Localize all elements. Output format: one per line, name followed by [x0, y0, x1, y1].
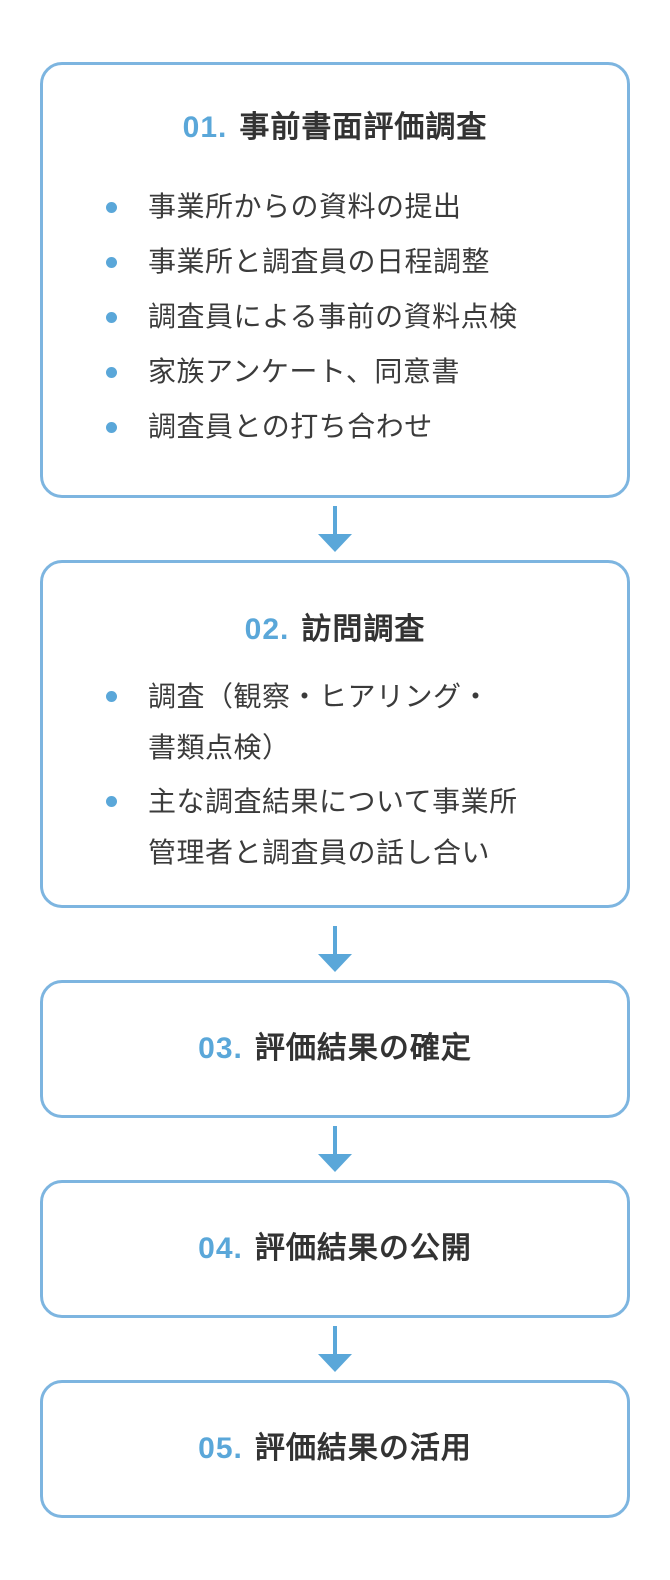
- arrow-down-icon: [318, 506, 352, 552]
- step-title: 05. 評価結果の活用: [198, 1434, 472, 1464]
- list-item: 家族アンケート、同意書: [106, 346, 593, 398]
- list-item-text: 調査員による事前の資料点検: [148, 301, 518, 332]
- bullet-dot-icon: [106, 796, 117, 807]
- step-title: 03. 評価結果の確定: [198, 1034, 472, 1064]
- list-item-text: 主な調査結果について事業所 管理者と調査員の話し合い: [148, 786, 518, 868]
- arrow-head: [318, 534, 352, 552]
- step-bullet-list: 事業所からの資料の提出 事業所と調査員の日程調整 調査員による事前の資料点検 家…: [43, 181, 627, 453]
- bullet-dot-icon: [106, 312, 117, 323]
- list-item-text: 事業所と調査員の日程調整: [148, 246, 491, 277]
- step-title: 04. 評価結果の公開: [198, 1234, 472, 1264]
- list-item-text: 調査員との打ち合わせ: [148, 411, 433, 442]
- arrow-down-icon: [318, 1326, 352, 1372]
- step-number: 02.: [244, 613, 290, 646]
- step-number: 05.: [198, 1432, 243, 1465]
- arrow-down-icon: [318, 1126, 352, 1172]
- step-box-03: 03. 評価結果の確定: [40, 980, 630, 1118]
- list-item: 主な調査結果について事業所 管理者と調査員の話し合い: [106, 776, 593, 878]
- arrow-stem: [333, 926, 337, 956]
- arrow-head: [318, 954, 352, 972]
- arrow-head: [318, 1354, 352, 1372]
- list-item-text: 調査（観察・ヒアリング・ 書類点検）: [148, 681, 491, 763]
- bullet-dot-icon: [106, 257, 117, 268]
- step-number: 04.: [198, 1232, 243, 1265]
- bullet-dot-icon: [106, 367, 117, 378]
- bullet-dot-icon: [106, 202, 117, 213]
- arrow-stem: [333, 506, 337, 536]
- step-box-05: 05. 評価結果の活用: [40, 1380, 630, 1518]
- step-title-text: 評価結果の公開: [254, 1232, 472, 1265]
- arrow-down-icon: [318, 926, 352, 972]
- step-title-text: 評価結果の確定: [254, 1032, 472, 1065]
- bullet-dot-icon: [106, 691, 117, 702]
- list-item: 調査員による事前の資料点検: [106, 291, 593, 343]
- list-item: 事業所と調査員の日程調整: [106, 236, 593, 288]
- list-item: 調査（観察・ヒアリング・ 書類点検）: [106, 671, 593, 773]
- step-number: 03.: [198, 1032, 243, 1065]
- arrow-head: [318, 1154, 352, 1172]
- step-title-text: 訪問調査: [301, 613, 426, 646]
- bullet-dot-icon: [106, 422, 117, 433]
- step-title: 02. 訪問調査: [43, 563, 627, 645]
- step-box-02: 02. 訪問調査 調査（観察・ヒアリング・ 書類点検） 主な調査結果について事業所…: [40, 560, 630, 908]
- list-item: 事業所からの資料の提出: [106, 181, 593, 233]
- list-item-text: 事業所からの資料の提出: [148, 191, 462, 222]
- step-title: 01. 事前書面評価調査: [43, 65, 627, 143]
- step-title-text: 評価結果の活用: [254, 1432, 472, 1465]
- step-title-text: 事前書面評価調査: [239, 111, 488, 144]
- list-item: 調査員との打ち合わせ: [106, 401, 593, 453]
- step-number: 01.: [182, 111, 228, 144]
- arrow-stem: [333, 1326, 337, 1356]
- step-box-01: 01. 事前書面評価調査 事業所からの資料の提出 事業所と調査員の日程調整 調査員…: [40, 62, 630, 498]
- arrow-stem: [333, 1126, 337, 1156]
- list-item-text: 家族アンケート、同意書: [148, 356, 460, 387]
- step-box-04: 04. 評価結果の公開: [40, 1180, 630, 1318]
- step-bullet-list: 調査（観察・ヒアリング・ 書類点検） 主な調査結果について事業所 管理者と調査員…: [43, 671, 627, 878]
